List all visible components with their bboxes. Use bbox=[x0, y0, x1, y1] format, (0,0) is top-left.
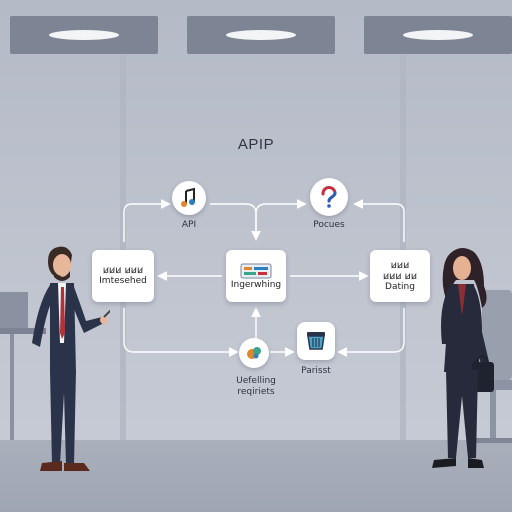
node-right-label: Dating bbox=[385, 281, 415, 292]
node-left-label: Imtesehed bbox=[99, 276, 147, 287]
music-note-icon bbox=[181, 187, 195, 207]
node-center-label: Ingerwhing bbox=[230, 279, 282, 290]
pocues-caption: Pocues bbox=[313, 220, 345, 230]
requirements-caption-line1: Uefelling bbox=[236, 376, 276, 386]
pocues-badge bbox=[310, 178, 348, 216]
parisst-badge bbox=[297, 322, 335, 360]
node-right-heading-2: ꞹꞹꞹ ꞹꞹ bbox=[382, 270, 418, 282]
arrow-right-to-pocues bbox=[353, 199, 405, 242]
arrow-group bbox=[123, 199, 405, 357]
requirements-caption-line2: reqiriets bbox=[237, 386, 275, 397]
parisst-caption: Parisst bbox=[301, 366, 331, 376]
ceiling-light bbox=[187, 16, 335, 54]
arrow-api-to-center bbox=[210, 203, 261, 241]
arrow-left-to-api bbox=[123, 199, 171, 242]
businesswoman-figure bbox=[432, 248, 494, 468]
wall-panel-line bbox=[400, 55, 406, 440]
node-left-heading: ꞹꞹꞹ ꞹꞹꞹ bbox=[102, 265, 144, 277]
node-center: Ingerwhing bbox=[226, 250, 286, 302]
floor bbox=[0, 440, 512, 512]
ceiling-light bbox=[10, 16, 158, 54]
ceiling-light bbox=[364, 16, 512, 54]
businessman-figure bbox=[32, 246, 110, 471]
api-caption: API bbox=[181, 220, 197, 230]
arrow-right-to-parisst bbox=[337, 308, 405, 357]
node-right-heading-1: ꞹꞹꞹ bbox=[390, 259, 410, 271]
node-left: ꞹꞹꞹ ꞹꞹꞹ Imtesehed bbox=[92, 250, 154, 302]
arrow-center-to-pocues bbox=[255, 199, 307, 238]
planning-icon bbox=[240, 263, 272, 279]
requirements-badge bbox=[239, 338, 269, 368]
question-mark-icon bbox=[321, 186, 337, 208]
arrow-left-to-requirements bbox=[123, 308, 239, 357]
desk bbox=[0, 292, 46, 440]
node-right: ꞹꞹꞹ ꞹꞹꞹ ꞹꞹ Dating bbox=[370, 250, 430, 302]
shield-icon bbox=[307, 332, 325, 350]
api-badge bbox=[172, 181, 206, 215]
wall-panel-line bbox=[120, 55, 126, 440]
settings-icon bbox=[247, 347, 261, 359]
diagram-title: APIP bbox=[237, 136, 275, 153]
requirements-caption: Uefelling reqiriets bbox=[218, 376, 294, 398]
